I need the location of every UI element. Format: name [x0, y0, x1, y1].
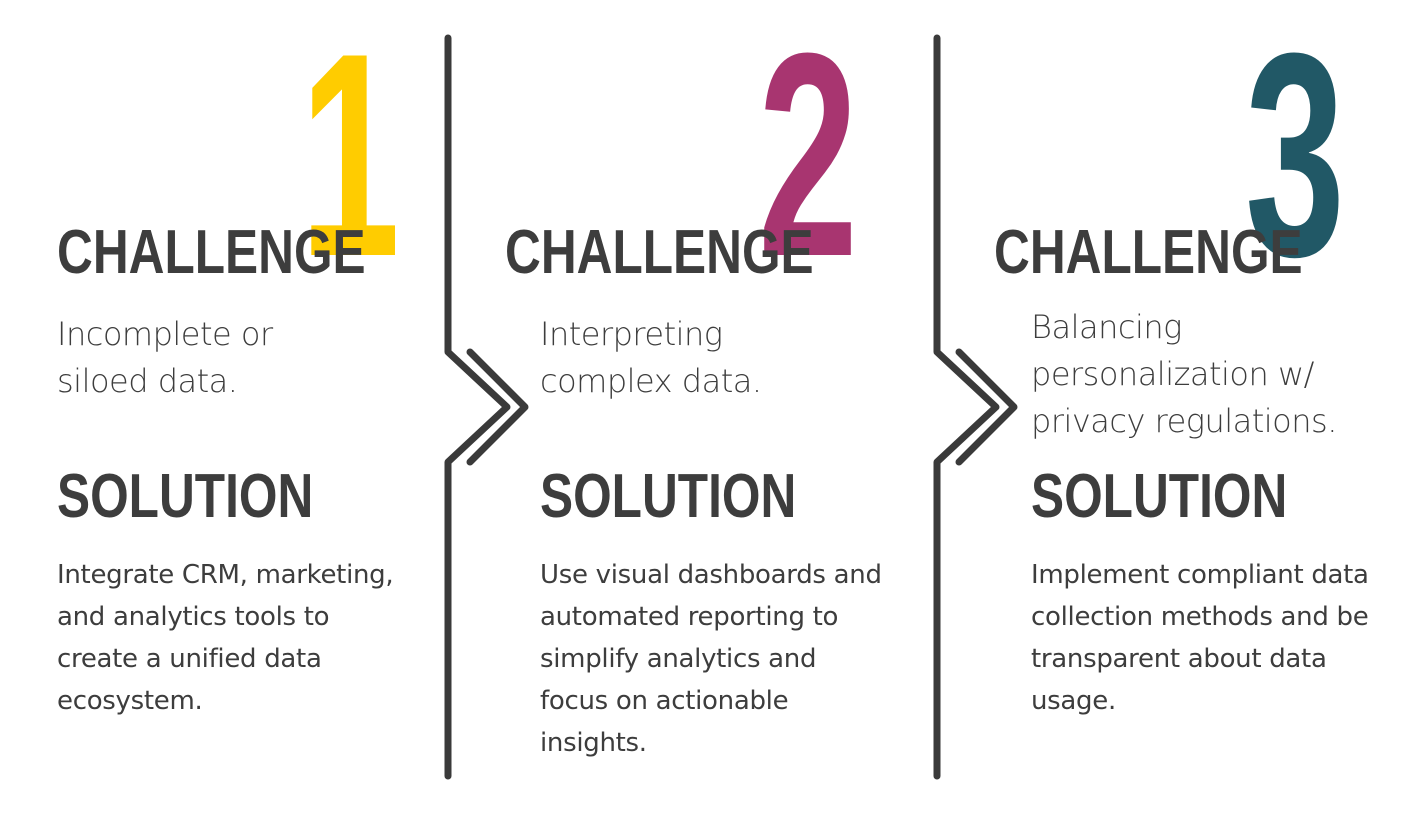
- step-3-challenge-heading: CHALLENGE: [994, 218, 1303, 287]
- step-1-challenge-text: Incomplete or siloed data.: [57, 315, 273, 400]
- step-1-challenge-heading: CHALLENGE: [57, 218, 366, 287]
- step-2-number: 2: [758, 0, 858, 317]
- divider-1: [444, 34, 529, 780]
- step-3-challenge-text: Balancing personalization w/ privacy reg…: [1031, 308, 1337, 440]
- step-2-solution-text: Use visual dashboards and automated repo…: [540, 560, 882, 758]
- step-3-solution-text: Implement compliant data collection meth…: [1031, 560, 1369, 716]
- step-1-solution-text: Integrate CRM, marketing, and analytics …: [57, 560, 394, 716]
- step-1-solution-heading: SOLUTION: [57, 462, 314, 531]
- step-3-number: 3: [1245, 0, 1345, 317]
- step-2-solution-heading: SOLUTION: [540, 462, 797, 531]
- step-3-solution-heading: SOLUTION: [1031, 462, 1288, 531]
- step-1-number: 1: [300, 0, 400, 317]
- step-2-challenge-heading: CHALLENGE: [505, 218, 814, 287]
- step-2-challenge-text: Interpreting complex data.: [540, 315, 762, 400]
- divider-2: [933, 34, 1018, 780]
